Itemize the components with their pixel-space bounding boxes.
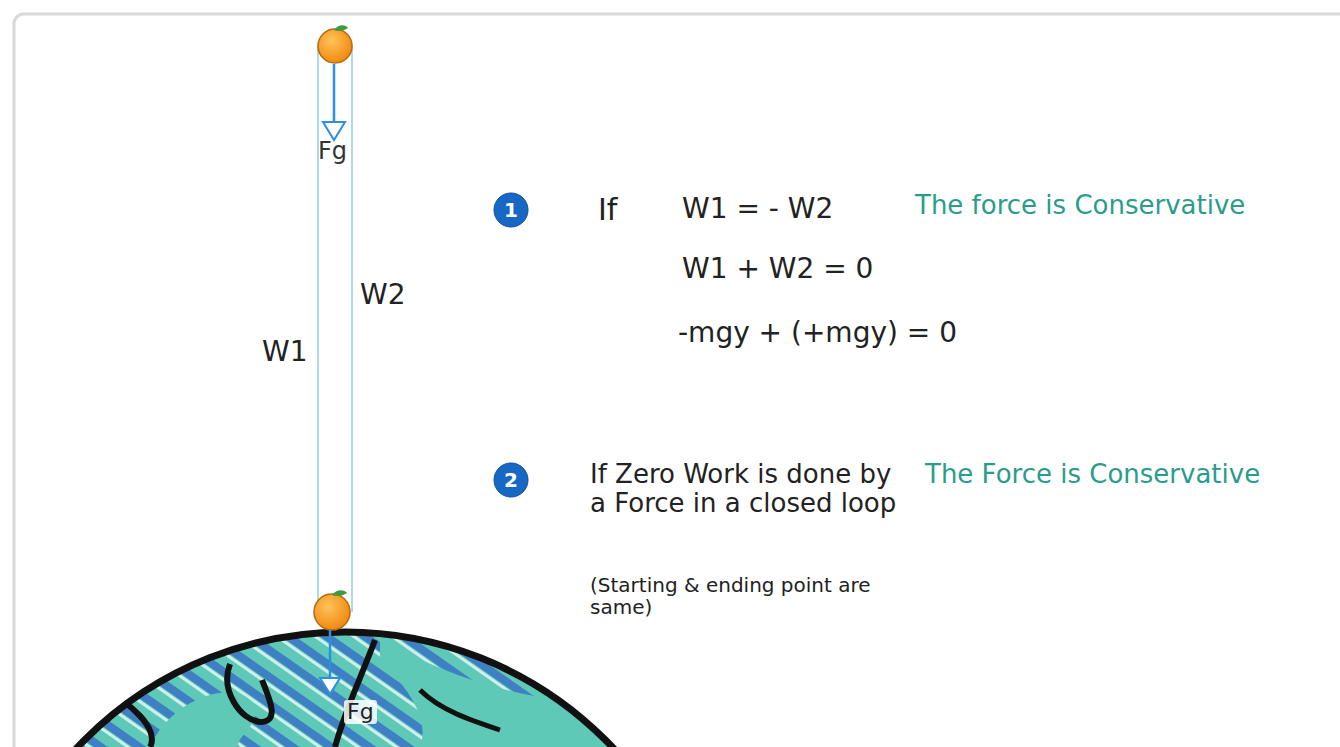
work-label: W2: [360, 280, 406, 311]
callout-number: 2: [504, 468, 518, 492]
earth: [0, 620, 730, 747]
work-label: W1: [262, 337, 308, 368]
force-arrow: [320, 630, 340, 694]
equation: -mgy + (+mgy) = 0: [678, 318, 957, 349]
orange: [314, 590, 350, 630]
orange: [318, 25, 352, 63]
force-arrow: [323, 64, 345, 140]
force-label: Fg: [344, 700, 377, 724]
earth-outline: [0, 632, 713, 747]
equation: W1 + W2 = 0: [682, 254, 873, 285]
condition-text: If Zero Work is done by a Force in a clo…: [590, 460, 910, 517]
step-badge: 2: [493, 462, 529, 498]
conclusion-text: The force is Conservative: [915, 191, 1245, 220]
force-label: Fg: [318, 138, 347, 164]
frame: [14, 14, 1340, 747]
equation: W1 = - W2: [682, 194, 833, 225]
condition-text: If: [598, 193, 617, 226]
note-text: (Starting & ending point are same): [590, 574, 920, 618]
callout-number: 1: [504, 198, 518, 222]
conclusion-text: The Force is Conservative: [925, 460, 1260, 489]
path-line: [351, 45, 353, 612]
path-line: [317, 45, 319, 612]
step-badge: 1: [493, 192, 529, 228]
